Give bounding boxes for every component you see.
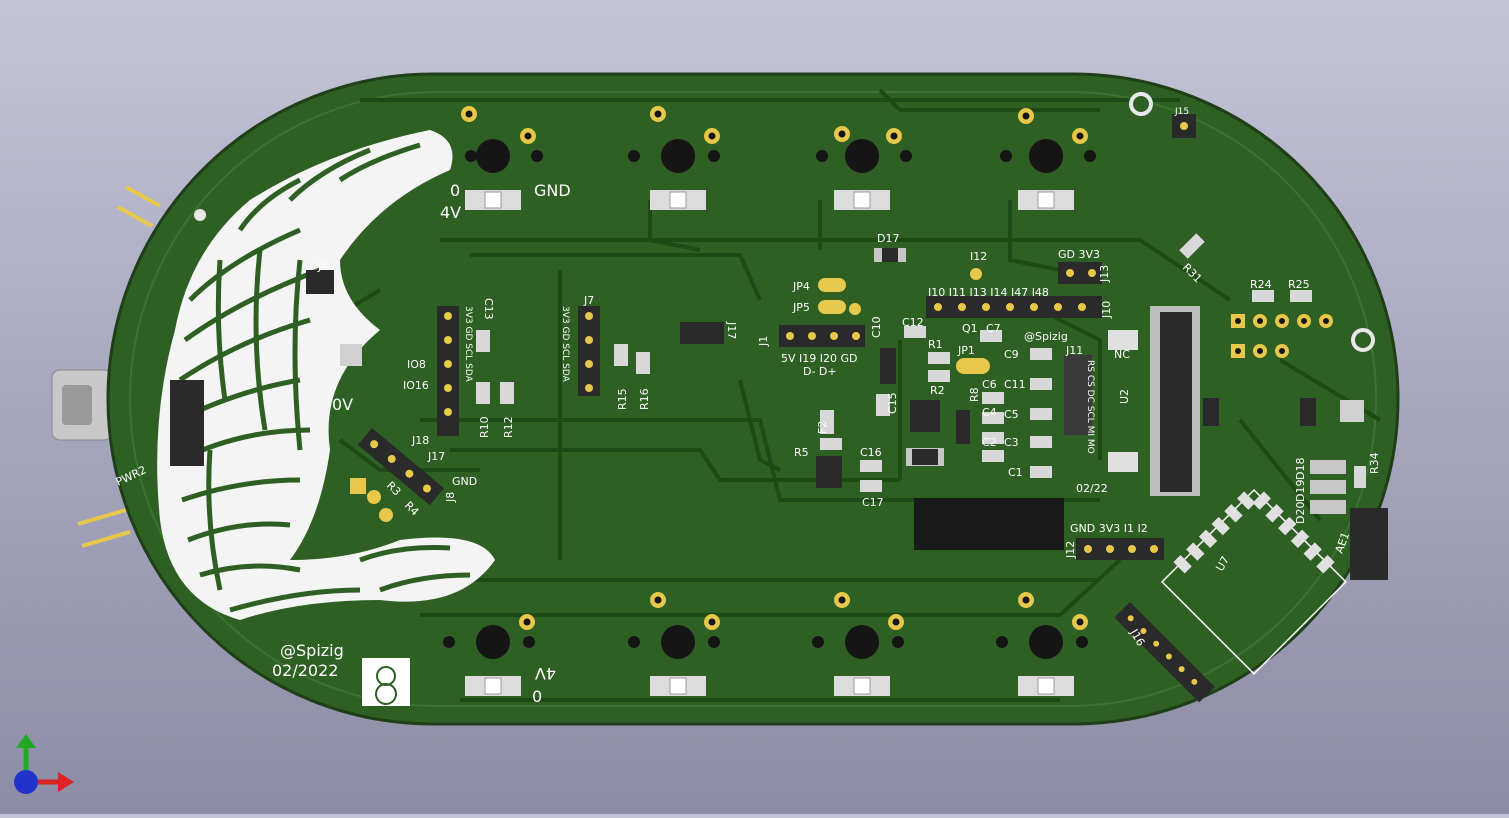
ref-c5: C5 <box>1004 408 1019 421</box>
mounting-holes <box>194 92 1375 352</box>
ref-u2: U2 <box>1118 389 1131 404</box>
ref-r25: R25 <box>1288 278 1310 291</box>
ref-j6-pins: 3V3 GD SCL SDA <box>463 306 473 383</box>
label-zero-top: 0 <box>450 181 460 200</box>
ref-r24: R24 <box>1250 278 1272 291</box>
ref-jp1: JP1 <box>957 344 975 357</box>
ref-c2: C2 <box>982 436 997 449</box>
ref-r5: R5 <box>794 446 809 459</box>
ref-c17: C17 <box>862 496 884 509</box>
ref-j11-pins: RS CS DC SCL MI MO <box>1085 360 1095 454</box>
ref-j13: J13 <box>1098 265 1111 283</box>
solder-jumpers <box>350 278 990 522</box>
header-j12 <box>1076 538 1164 560</box>
ref-r2: R2 <box>930 384 945 397</box>
ref-j12: J12 <box>1064 541 1077 559</box>
ref-date-small: 02/22 <box>1076 482 1108 495</box>
ref-r10: R10 <box>478 416 491 438</box>
edge-connectors <box>51 185 161 548</box>
ref-c11: C11 <box>1004 378 1026 391</box>
ref-c3: C3 <box>1004 436 1019 449</box>
ref-d18: D18 <box>1294 458 1307 480</box>
ref-d19: D19 <box>1294 480 1307 502</box>
ref-gd3v3-top: GD 3V3 <box>1058 248 1100 261</box>
ref-c13: C13 <box>482 298 495 320</box>
ref-usb: D- D+ <box>803 365 837 378</box>
label-4v-bottom: 4V <box>535 664 556 683</box>
ref-r1: R1 <box>928 338 943 351</box>
ref-c10: C10 <box>870 316 883 338</box>
switch-footprints-bottom <box>443 592 1088 696</box>
smd-components <box>340 233 1388 580</box>
ref-j8: J8 <box>444 492 457 503</box>
module-u7 <box>1161 488 1347 675</box>
header-j6 <box>437 306 459 436</box>
ref-c1: C1 <box>1008 466 1023 479</box>
ref-gnd3v3-bottom: GND 3V3 I1 I2 <box>1070 522 1148 535</box>
ref-io-header: I10 I11 I13 I14 I47 I48 <box>928 286 1049 299</box>
teddy-logo <box>362 658 410 706</box>
ref-j7: J7 <box>583 294 594 307</box>
label-date: 02/2022 <box>272 661 338 680</box>
ref-c15: C15 <box>886 392 899 414</box>
header-j11 <box>1064 355 1092 435</box>
ref-r34: R34 <box>1368 452 1381 474</box>
label-zero-bottom: 0 <box>532 687 542 706</box>
ref-r16: R16 <box>638 388 651 410</box>
ref-j10: J10 <box>1100 301 1113 319</box>
ref-c16: C16 <box>860 446 882 459</box>
ref-q1: Q1 <box>962 322 978 335</box>
header-j1 <box>779 325 865 347</box>
zebra-artwork <box>157 130 495 620</box>
ref-nc: NC <box>1114 348 1130 361</box>
label-4v-top: 4V <box>440 203 461 222</box>
ref-j15: J15 <box>1174 107 1189 117</box>
switch-footprints-top <box>461 106 1096 210</box>
ref-c12: C12 <box>902 316 924 329</box>
axis-gizmo <box>14 734 74 794</box>
label-gnd-top: GND <box>534 181 571 200</box>
ref-c4: C4 <box>982 406 997 419</box>
header-j3 <box>170 380 204 466</box>
copper-traces <box>230 88 1382 702</box>
ref-f2: F2 <box>816 421 829 434</box>
ref-io16: IO16 <box>403 379 429 392</box>
ref-jp5: JP5 <box>792 301 810 314</box>
ref-r8: R8 <box>968 387 981 402</box>
ref-j1-pins: 5V I19 I20 GD <box>781 352 858 365</box>
ref-gnd: GND <box>452 475 477 488</box>
ref-j11: J11 <box>1065 344 1083 357</box>
header-j4 <box>306 270 334 294</box>
z-axis-icon <box>14 770 38 794</box>
ref-c6: C6 <box>982 378 997 391</box>
ref-jp4: JP4 <box>792 280 810 293</box>
ref-d20: D20 <box>1294 502 1307 524</box>
ref-r12: R12 <box>502 416 515 438</box>
pin-headers <box>170 114 1347 703</box>
header-j17 <box>680 322 724 344</box>
ref-i12: I12 <box>970 250 987 263</box>
ref-c7: C7 <box>986 322 1001 335</box>
header-j13 <box>1058 262 1102 284</box>
ref-j4: J4 <box>317 260 328 273</box>
ref-r15: R15 <box>616 388 629 410</box>
ref-j1: J1 <box>757 336 770 347</box>
ref-author-small: @Spizig <box>1024 330 1068 343</box>
ref-c9: C9 <box>1004 348 1019 361</box>
ref-j18: J18 <box>411 434 429 447</box>
ref-j17b: J17 <box>427 450 445 463</box>
ref-io8: IO8 <box>407 358 426 371</box>
header-j7 <box>578 306 600 396</box>
label-author: @Spizig <box>280 641 344 660</box>
ref-d17: D17 <box>877 232 899 245</box>
ref-j17: J17 <box>725 321 738 339</box>
label-0v: 0V <box>332 395 353 414</box>
ref-j7-pins: 3V3 GD SCL SDA <box>560 306 570 383</box>
